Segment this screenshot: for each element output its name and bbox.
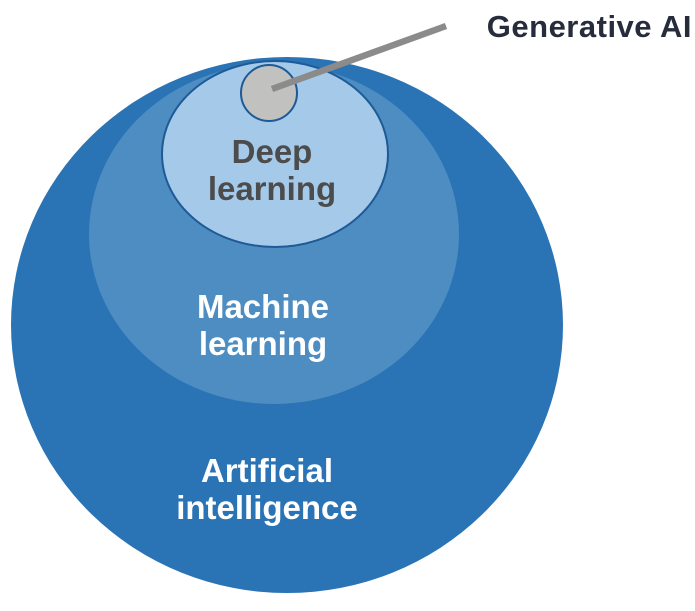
generative-ai-connector-line xyxy=(270,22,448,93)
machine-learning-label-line2: learning xyxy=(199,325,327,362)
deep-learning-label-line1: Deep xyxy=(232,133,313,170)
deep-learning-label-line2: learning xyxy=(208,170,336,207)
artificial-intelligence-label-line1: Artificial xyxy=(201,452,333,489)
generative-ai-circle xyxy=(240,64,298,122)
deep-learning-circle xyxy=(161,60,389,248)
machine-learning-label-line1: Machine xyxy=(197,288,329,325)
artificial-intelligence-label-line2: intelligence xyxy=(176,489,358,526)
generative-ai-label: Generative AI xyxy=(487,9,692,44)
